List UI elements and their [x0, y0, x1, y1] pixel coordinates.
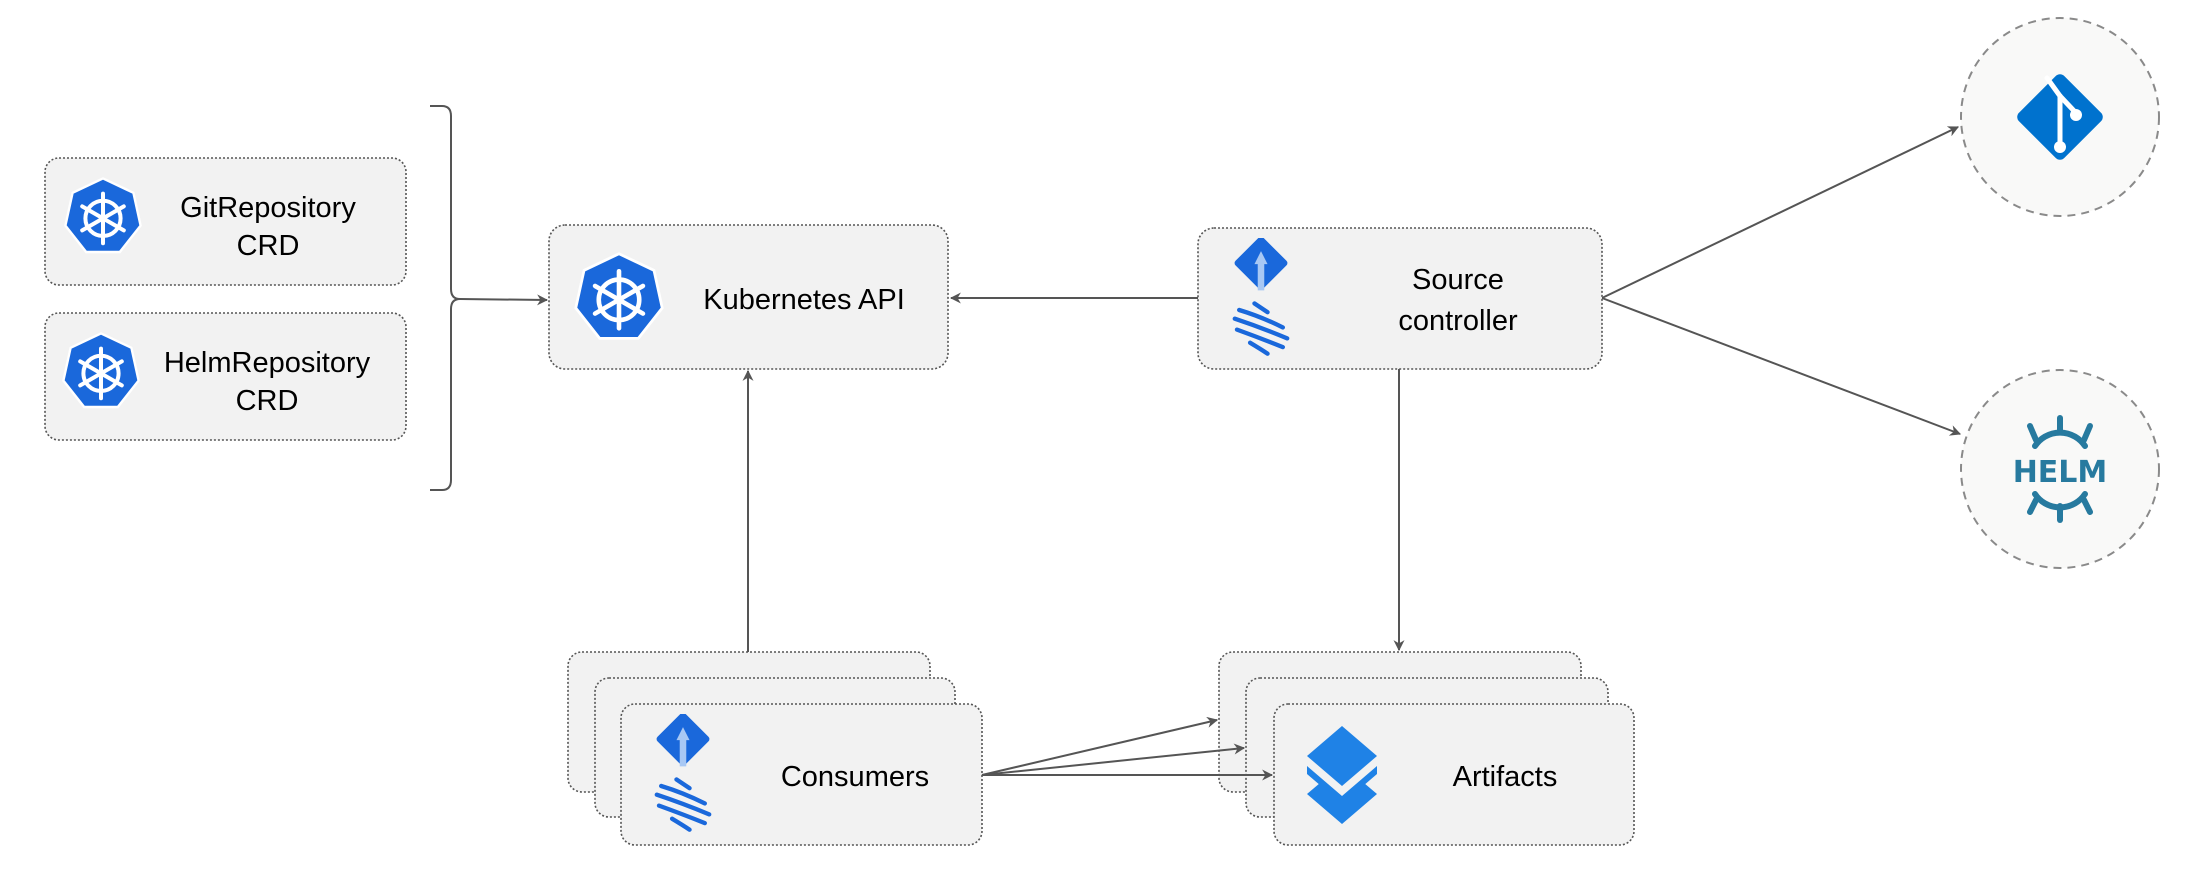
helm-logo-text: HELM	[2013, 455, 2108, 490]
helm-repository-sublabel: CRD	[236, 385, 299, 417]
helm-repository-label: HelmRepository	[164, 347, 371, 379]
helm-node[interactable]: HELM	[1960, 369, 2160, 569]
artifacts-label: Artifacts	[1453, 761, 1558, 793]
git-repository-label: GitRepository	[180, 192, 356, 224]
git-repository-sublabel: CRD	[237, 230, 300, 262]
edge-source-controller-to-git	[1601, 126, 1959, 299]
git-repository-crd-node[interactable]: GitRepository CRD	[44, 157, 407, 286]
consumers-node[interactable]: Consumers	[567, 651, 983, 846]
source-controller-node[interactable]: Source controller	[1197, 227, 1603, 370]
edge-consumers-to-artifacts-1	[981, 716, 1219, 776]
kubernetes-api-label: Kubernetes API	[703, 284, 905, 316]
source-controller-sublabel: controller	[1398, 305, 1518, 337]
grouping-brace	[430, 105, 461, 491]
artifacts-node[interactable]: Artifacts	[1218, 651, 1635, 846]
helm-icon: HELM	[2013, 415, 2108, 523]
git-node[interactable]	[1960, 17, 2160, 217]
git-icon	[2017, 74, 2103, 160]
kubernetes-api-node[interactable]: Kubernetes API	[548, 224, 949, 370]
source-controller-label: Source	[1412, 264, 1504, 296]
helm-repository-crd-node[interactable]: HelmRepository CRD	[44, 312, 407, 441]
edge-crds-to-kubernetes-api	[459, 294, 549, 306]
edge-source-controller-to-helm	[1601, 297, 1962, 436]
edge-consumers-to-artifacts-2	[981, 743, 1246, 776]
consumers-label: Consumers	[781, 761, 929, 793]
